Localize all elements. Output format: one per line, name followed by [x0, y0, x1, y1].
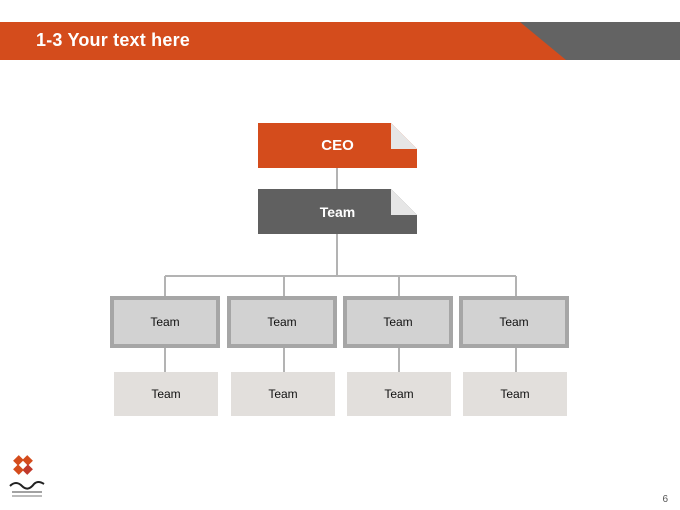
header-bar: 1-3 Your text here: [0, 22, 680, 60]
org-node-label: Team: [499, 315, 529, 329]
folded-corner-icon: [391, 123, 417, 149]
page-number: 6: [662, 494, 668, 505]
org-node-label: Team: [267, 315, 297, 329]
page-title: 1-3 Your text here: [36, 30, 190, 50]
org-node-team-level3: Team: [110, 296, 220, 348]
org-node-team-level2: Team: [258, 189, 417, 234]
org-node-team-level4: Team: [347, 372, 451, 416]
org-node-team-level4: Team: [114, 372, 218, 416]
org-node-team-level3: Team: [459, 296, 569, 348]
org-node-label: Team: [151, 387, 181, 401]
folded-corner-icon: [391, 189, 417, 215]
org-node-team-level4: Team: [463, 372, 567, 416]
org-node-team-level3: Team: [343, 296, 453, 348]
org-node-team-level3: Team: [227, 296, 337, 348]
org-node-team-level2-label: Team: [319, 203, 356, 220]
org-node-label: Team: [384, 387, 414, 401]
org-node-label: Team: [383, 315, 413, 329]
org-node-label: Team: [150, 315, 180, 329]
org-node-team-level4: Team: [231, 372, 335, 416]
org-node-label: Team: [500, 387, 530, 401]
org-node-ceo-label: CEO: [321, 137, 354, 154]
company-logo-icon: [6, 452, 48, 502]
header-bar-shape: [0, 22, 680, 60]
org-node-label: Team: [268, 387, 298, 401]
org-node-ceo: CEO: [258, 123, 417, 168]
